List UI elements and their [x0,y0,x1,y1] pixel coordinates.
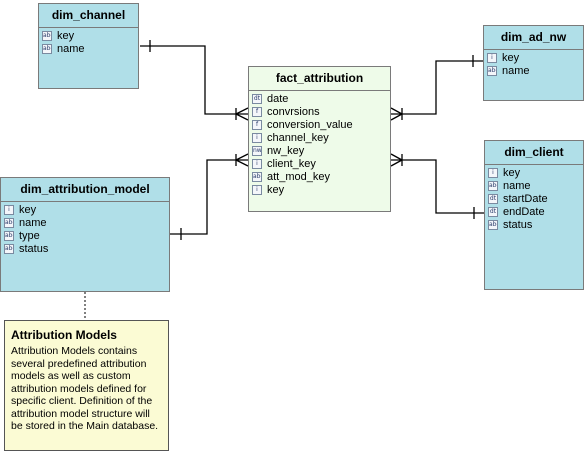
entity-title: dim_channel [39,4,138,28]
field-name: att_mod_key [267,171,330,183]
nw-icon: nw [252,146,262,156]
note-title: Attribution Models [11,328,117,342]
entity-title: fact_attribution [249,67,390,91]
abc-icon: abc [42,31,52,41]
integer-icon: i [487,53,497,63]
field-name: status [503,219,533,231]
entity-title: dim_attribution_model [1,178,169,202]
field-name: type [19,230,40,242]
abc-icon: abc [252,172,262,182]
field-list: ikeyabcnameabctypeabcstatus [1,202,169,256]
datetime-icon: dt [252,94,262,104]
abc-icon: abc [4,231,14,241]
field-name: startDate [503,193,548,205]
field-row[interactable]: abc status [1,243,169,256]
field-name: key [19,204,37,216]
field-name: key [267,184,285,196]
abc-icon: abc [4,218,14,228]
field-list: abckeyabcname [39,28,138,56]
relationship-adnw-fact [391,60,483,115]
field-name: date [267,93,289,105]
relationship-client-fact [391,159,484,214]
field-name: key [503,167,521,179]
float-icon: f [252,107,262,117]
field-name: name [503,180,531,192]
field-row[interactable]: abcname [39,43,138,56]
field-name: key [57,30,75,42]
field-name: channel_key [267,132,329,144]
field-list: ikeyabcnamedtstartDatedtendDateabcstatus [485,165,583,232]
field-row[interactable]: f convrsions [249,106,390,119]
field-row[interactable]: abc status [485,219,583,232]
field-row[interactable]: abctype [1,230,169,243]
field-list: ikeyabcname [484,50,583,78]
field-name: name [19,217,47,229]
field-name: key [502,52,520,64]
field-name: conversion_value [267,119,353,131]
field-row[interactable]: f conversion_value [249,119,390,132]
field-name: nw_key [267,145,305,157]
field-row[interactable]: nw nw_key [249,145,390,158]
abc-icon: abc [42,44,52,54]
relationship-attmodel-fact [170,159,248,235]
field-row[interactable]: abcname [484,65,583,78]
integer-icon: i [4,205,14,215]
entity-dim-attribution-model[interactable]: dim_attribution_model ikeyabcnameabctype… [0,177,170,292]
integer-icon: i [252,185,262,195]
field-row[interactable]: i channel_key [249,132,390,145]
field-row[interactable]: abcname [485,180,583,193]
field-name: convrsions [267,106,320,118]
float-icon: f [252,120,262,130]
abc-icon: abc [488,220,498,230]
integer-icon: i [252,133,262,143]
entity-dim-channel[interactable]: dim_channel abckeyabcname [38,3,139,89]
entity-dim-ad-nw[interactable]: dim_ad_nw ikeyabcname [483,25,584,101]
field-row[interactable]: abckey [39,30,138,43]
field-row[interactable]: abcname [1,217,169,230]
entity-dim-client[interactable]: dim_client ikeyabcnamedtstartDatedtendDa… [484,140,584,290]
field-name: client_key [267,158,316,170]
field-name: name [57,43,85,55]
abc-icon: abc [487,66,497,76]
entity-title: dim_ad_nw [484,26,583,50]
relationship-channel-fact [140,45,248,115]
field-row[interactable]: dt startDate [485,193,583,206]
field-name: endDate [503,206,545,218]
field-row[interactable]: i client_key [249,158,390,171]
field-row[interactable]: abc att_mod_key [249,171,390,184]
abc-icon: abc [4,244,14,254]
datetime-icon: dt [488,207,498,217]
field-row[interactable]: dt endDate [485,206,583,219]
entity-title: dim_client [485,141,583,165]
field-name: status [19,243,49,255]
abc-icon: abc [488,181,498,191]
note-attribution-models[interactable]: Attribution Models Attribution Models co… [4,320,169,451]
datetime-icon: dt [488,194,498,204]
integer-icon: i [252,159,262,169]
integer-icon: i [488,168,498,178]
note-body: Attribution Models contains several pred… [11,345,159,432]
field-name: name [502,65,530,77]
